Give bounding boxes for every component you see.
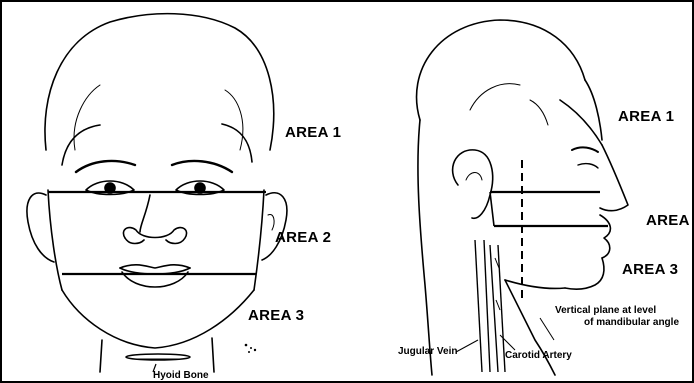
front-area-1-label: AREA 1 <box>285 124 341 141</box>
side-zone-lines <box>490 192 608 226</box>
front-area-2-label: AREA 2 <box>275 229 331 246</box>
vertical-plane-leader <box>540 318 554 340</box>
neck-vessels <box>475 240 505 372</box>
carotid-leader <box>500 335 515 350</box>
vertical-plane-label-line2: of mandibular angle <box>584 317 679 328</box>
front-area-3-dots <box>245 344 257 353</box>
carotid-artery-label: Carotid Artery <box>505 350 572 361</box>
jugular-leader <box>456 340 478 352</box>
hyoid-bone-label: Hyoid Bone <box>153 370 209 381</box>
jugular-vein-label: Jugular Vein <box>398 346 457 357</box>
side-area-3-label: AREA 3 <box>622 261 678 278</box>
side-area-2-label: AREA 2 <box>646 212 694 229</box>
side-area-1-label: AREA 1 <box>618 108 674 125</box>
front-zone-lines <box>48 192 266 274</box>
front-area-3-label: AREA 3 <box>248 307 304 324</box>
vertical-plane-label-line1: Vertical plane at level <box>555 305 656 316</box>
